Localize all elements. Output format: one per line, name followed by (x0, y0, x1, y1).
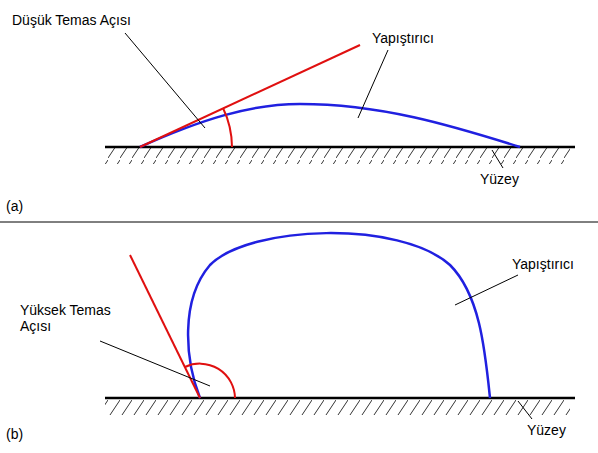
angle-arc (185, 364, 235, 398)
surface-line (105, 146, 575, 149)
label: Yüzey (480, 171, 519, 187)
tangent-line (130, 255, 200, 398)
surface-hatching (105, 399, 570, 415)
leader-line (518, 401, 532, 419)
adhesive-drop (188, 233, 490, 398)
surface-line (105, 397, 575, 400)
label: Yüksek Temas Açısı (20, 302, 118, 334)
surface-hatching (105, 148, 570, 164)
angle-arc (223, 108, 232, 147)
tangent-line (140, 45, 360, 147)
label: (a) (6, 198, 23, 214)
label: Düşük Temas Açısı (12, 12, 131, 28)
leader-line (455, 275, 518, 305)
leader-line (492, 150, 503, 168)
leader-line (125, 33, 205, 128)
adhesive-drop (140, 104, 520, 147)
leader-line (100, 341, 210, 386)
label: Yapıştırıcı (512, 256, 574, 272)
leader-line (358, 50, 388, 118)
divider (0, 222, 598, 223)
label: (b) (6, 426, 23, 442)
label: Yüzey (527, 422, 566, 438)
label: Yapıştırıcı (372, 30, 434, 46)
